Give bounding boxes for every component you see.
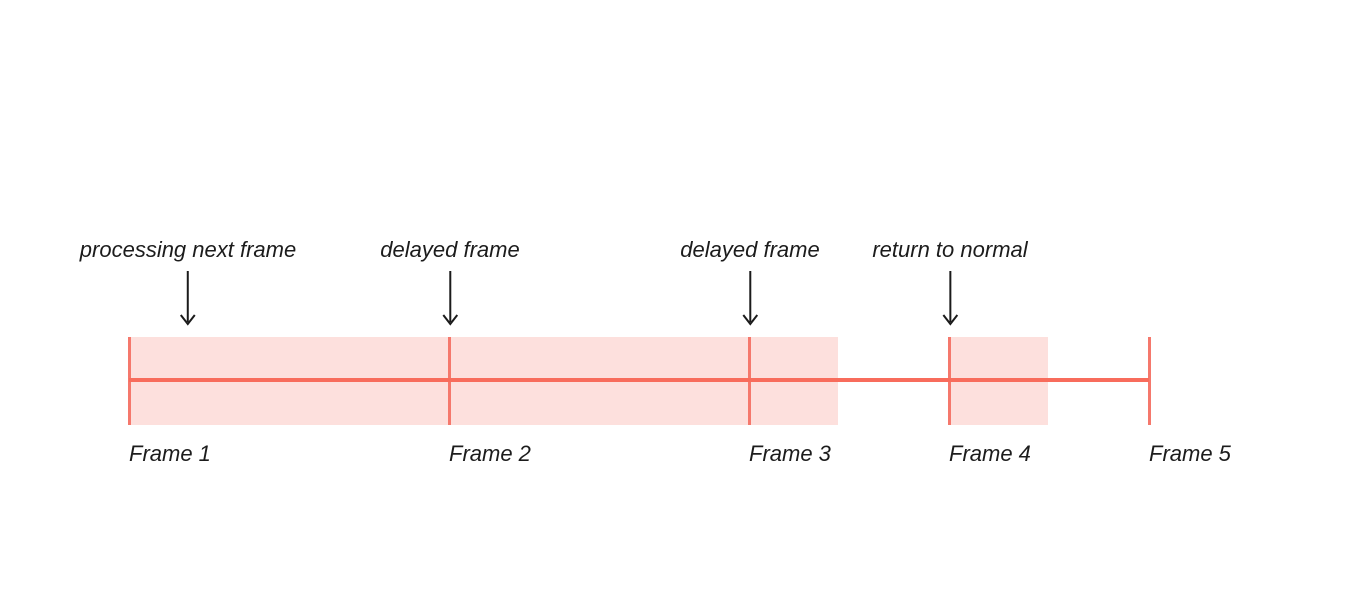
frame-label: Frame 2 [449, 441, 531, 466]
annotation-label: processing next frame [79, 237, 297, 262]
frame-label: Frame 5 [1149, 441, 1231, 466]
annotation-label: return to normal [872, 237, 1028, 262]
frame-label: Frame 1 [129, 441, 211, 466]
frame-label: Frame 3 [749, 441, 831, 466]
annotation-processing-next-frame: processing next frame [80, 237, 296, 327]
timeline-line [129, 378, 1149, 382]
annotation-delayed-frame-1: delayed frame [380, 237, 520, 327]
annotation-return-to-normal: return to normal [872, 237, 1028, 327]
annotation-label: delayed frame [680, 237, 820, 262]
down-arrow-icon [442, 271, 458, 326]
frame-tick [1147, 337, 1151, 425]
frame-label: Frame 4 [949, 441, 1031, 466]
down-arrow-icon [942, 271, 958, 326]
down-arrow-icon [180, 271, 196, 326]
down-arrow-icon [742, 271, 758, 326]
annotation-label: delayed frame [380, 237, 520, 262]
annotation-delayed-frame-2: delayed frame [680, 237, 820, 327]
